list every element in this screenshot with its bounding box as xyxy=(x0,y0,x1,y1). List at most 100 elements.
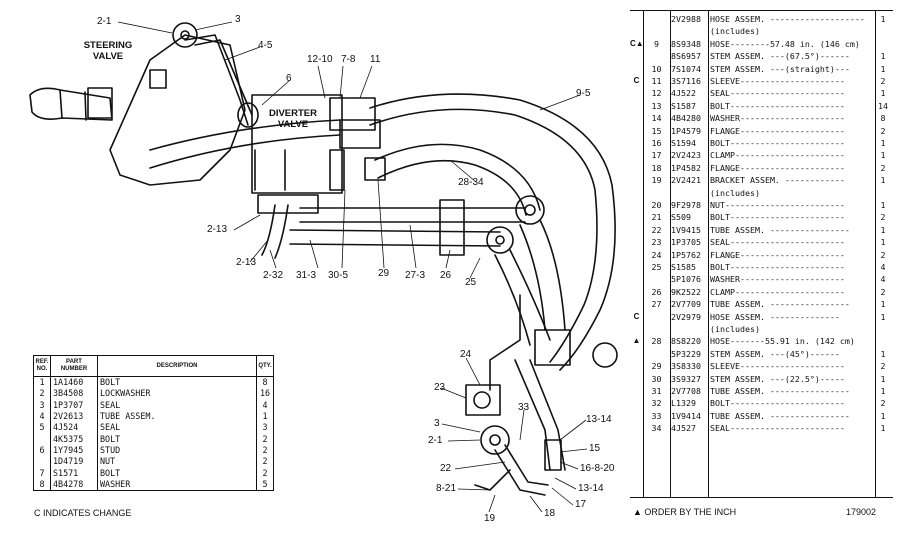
cell-ref: 7 xyxy=(33,467,51,479)
steering-cylinder xyxy=(29,87,113,121)
callout-2-13-a: 2-13 xyxy=(207,224,228,235)
item-part: 3S7116 xyxy=(671,76,701,86)
qty-header: QTY. xyxy=(256,355,274,377)
item-ref: 23 xyxy=(651,237,662,248)
item-part: 2V2421 xyxy=(671,175,701,186)
cell-ref: 3 xyxy=(33,399,51,411)
item-qty: 2 xyxy=(880,162,886,173)
list-item: (includes) xyxy=(630,187,893,199)
cell-part: 3B4508 xyxy=(50,388,98,400)
callout-19: 19 xyxy=(484,513,496,524)
cell-part: 4B4278 xyxy=(50,478,98,491)
item-ref: 9 xyxy=(654,38,659,49)
callout-11: 11 xyxy=(370,54,381,65)
item-desc: STEM ASSEM. ---(45°)------ xyxy=(710,348,840,359)
item-part: S509 xyxy=(671,212,691,223)
callout-29: 29 xyxy=(378,268,390,279)
item-desc: BOLT----------------------- xyxy=(710,100,845,111)
item-qty: 2 xyxy=(880,249,886,260)
cell-desc: BOLT xyxy=(100,467,121,478)
item-change: C xyxy=(633,76,640,85)
cell-ref: 6 xyxy=(33,444,51,457)
item-ref: 15 xyxy=(651,125,662,136)
cell-ref: 8 xyxy=(33,478,51,491)
cell-part: 4J524 xyxy=(50,422,98,434)
callout-33: 33 xyxy=(518,402,530,413)
item-qty: 1 xyxy=(880,348,886,359)
item-ref: 34 xyxy=(651,423,662,434)
cell-ref xyxy=(33,456,51,468)
item-desc: CLAMP---------------------- xyxy=(710,150,845,161)
item-desc: HOSE-------55.91 in. (142 cm) xyxy=(710,336,855,347)
item-qty: 14 xyxy=(878,100,888,111)
item-qty: 1 xyxy=(880,14,886,24)
item-desc: WASHER--------------------- xyxy=(710,113,845,124)
item-qty: 1 xyxy=(880,138,886,148)
item-ref: 12 xyxy=(651,88,662,99)
item-qty: 2 xyxy=(880,125,886,136)
item-ref: 26 xyxy=(651,286,662,297)
cell-desc: SEAL xyxy=(100,422,121,433)
item-desc: FLANGE--------------------- xyxy=(710,162,845,173)
item-part: 1P4579 xyxy=(671,125,701,136)
item-qty: 1 xyxy=(880,423,886,434)
cell-ref: 5 xyxy=(33,422,51,434)
item-part: L1329 xyxy=(671,398,696,409)
item-part: 8S8220 xyxy=(671,336,701,347)
item-desc: (includes) xyxy=(710,187,760,198)
callout-28-34: 28-34 xyxy=(458,177,484,188)
item-ref: 21 xyxy=(651,212,662,223)
item-part: 3S8330 xyxy=(671,361,701,372)
item-ref: 16 xyxy=(651,138,662,148)
hose-9 xyxy=(369,93,616,371)
item-part: 4J527 xyxy=(671,423,696,434)
item-qty: 2 xyxy=(880,286,886,297)
item-change: C xyxy=(633,311,640,321)
callout-26: 26 xyxy=(440,270,452,281)
clamp-26 xyxy=(439,199,465,256)
item-ref: 30 xyxy=(651,373,662,384)
item-qty: 2 xyxy=(880,76,886,86)
cell-qty: 8 xyxy=(256,376,274,389)
item-part: 2V2988 xyxy=(671,14,701,24)
callout-2-1-lower: 2-1 xyxy=(428,435,443,446)
item-qty: 2 xyxy=(880,212,886,223)
item-desc: HOSE ASSEM. -------------- xyxy=(710,311,840,322)
item-desc: STEM ASSEM. ---(22.5°)----- xyxy=(710,373,845,384)
item-part: 8S9348 xyxy=(671,38,701,49)
callout-2-13-b: 2-13 xyxy=(236,257,257,268)
item-qty: 1 xyxy=(880,150,886,161)
flange-24-upper xyxy=(515,195,545,225)
item-part: 3S9327 xyxy=(671,373,701,384)
cell-desc: STUD xyxy=(100,444,121,455)
callout-31-3: 31-3 xyxy=(296,270,317,281)
item-ref: 32 xyxy=(651,398,662,409)
item-ref: 10 xyxy=(651,63,662,74)
item-qty: 1 xyxy=(880,237,886,248)
item-qty: 4 xyxy=(880,262,886,272)
tube-assem-31 xyxy=(289,229,501,247)
item-desc: FLANGE--------------------- xyxy=(710,125,845,136)
cell-qty: 2 xyxy=(256,433,274,445)
list-item: 15 1P4579 FLANGE--------------------- 2 xyxy=(630,125,893,137)
item-qty: 2 xyxy=(880,398,886,409)
